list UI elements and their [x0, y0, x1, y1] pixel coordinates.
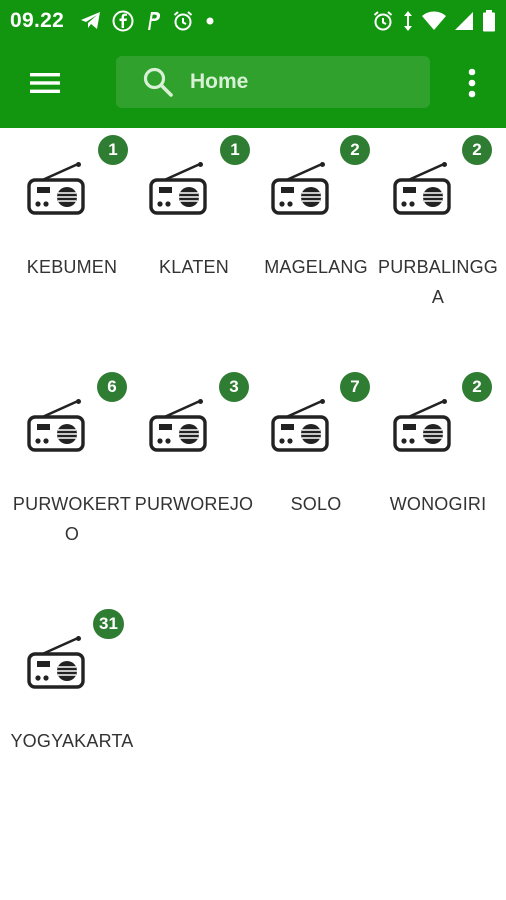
search-text: Home — [190, 70, 249, 93]
app-bar: Home — [0, 42, 506, 128]
status-right-icons — [372, 10, 496, 32]
data-arrows-icon — [402, 10, 414, 32]
city-item-purbalingga[interactable]: 2 PURBALINGGA — [376, 128, 500, 358]
city-item-klaten[interactable]: 1 KLATEN — [132, 128, 256, 358]
station-count-badge: 2 — [462, 372, 492, 402]
overflow-menu-button[interactable] — [458, 64, 486, 106]
alarm-icon — [372, 10, 394, 32]
station-count-badge: 6 — [97, 372, 127, 402]
station-count-badge: 7 — [340, 372, 370, 402]
city-item-purworejo[interactable]: 3 PURWOREJO — [132, 365, 256, 595]
radio-icon — [271, 162, 329, 215]
more-vert-icon — [468, 68, 476, 103]
hamburger-menu-icon — [29, 71, 61, 100]
telegram-icon — [80, 11, 102, 31]
search-icon — [142, 66, 174, 98]
station-count-badge: 2 — [462, 135, 492, 165]
city-item-yogyakarta[interactable]: 31 YOGYAKARTA — [10, 602, 134, 832]
radio-icon — [27, 162, 85, 215]
city-label: KLATEN — [159, 257, 229, 277]
station-count-badge: 2 — [340, 135, 370, 165]
search-box[interactable]: Home — [116, 56, 430, 108]
signal-icon — [454, 11, 474, 31]
station-count-badge: 1 — [220, 135, 250, 165]
city-label: MAGELANG — [264, 257, 368, 277]
city-label: PURWOKERTO — [12, 494, 132, 544]
radio-icon — [149, 399, 207, 452]
city-label: PURBALINGGA — [377, 257, 499, 307]
city-label: KEBUMEN — [26, 257, 118, 277]
city-label: SOLO — [290, 494, 342, 514]
station-count-badge: 1 — [98, 135, 128, 165]
radio-icon — [27, 636, 85, 689]
city-label: YOGYAKARTA — [10, 731, 134, 751]
city-item-wonogiri[interactable]: 2 WONOGIRI — [376, 365, 500, 595]
status-time: 09.22 — [10, 9, 65, 32]
status-bar: 09.22 — [0, 0, 506, 42]
city-item-magelang[interactable]: 2 MAGELANG — [254, 128, 378, 358]
status-left-icons — [80, 10, 216, 32]
station-count-badge: 31 — [93, 609, 124, 639]
radio-icon — [393, 399, 451, 452]
wifi-icon — [422, 11, 446, 31]
menu-button[interactable] — [22, 65, 68, 105]
dot-icon — [204, 15, 216, 27]
city-label: WONOGIRI — [389, 494, 487, 514]
battery-icon — [482, 10, 496, 32]
alarm-icon — [172, 10, 194, 32]
city-item-solo[interactable]: 7 SOLO — [254, 365, 378, 595]
radio-icon — [149, 162, 207, 215]
station-count-badge: 3 — [219, 372, 249, 402]
city-item-purwokerto[interactable]: 6 PURWOKERTO — [10, 365, 134, 595]
radio-icon — [393, 162, 451, 215]
city-label: PURWOREJO — [134, 494, 254, 514]
city-item-kebumen[interactable]: 1 KEBUMEN — [10, 128, 134, 358]
parking-icon — [144, 10, 162, 32]
facebook-icon — [112, 10, 134, 32]
radio-icon — [271, 399, 329, 452]
radio-icon — [27, 399, 85, 452]
